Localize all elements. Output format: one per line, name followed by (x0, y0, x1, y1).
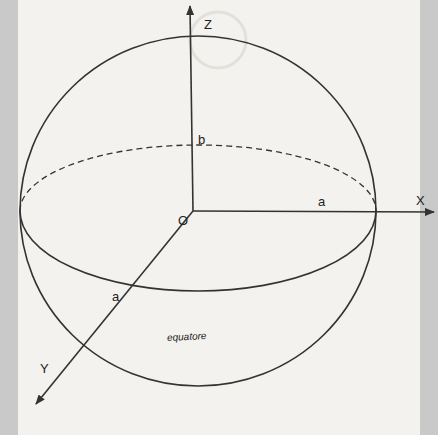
origin-label: O (178, 214, 188, 227)
dimension-label: b (198, 133, 205, 146)
axis-label: Z (204, 18, 212, 31)
paper-ground (18, 0, 420, 435)
axis-label: X (416, 194, 425, 207)
axis-label: Y (40, 362, 49, 375)
dimension-label: a (112, 290, 119, 303)
dimension-label: a (318, 195, 325, 208)
